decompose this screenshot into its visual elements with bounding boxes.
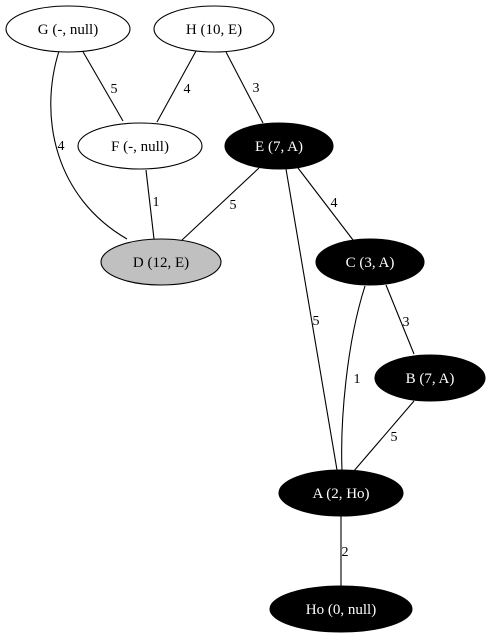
- edge-c-b: [385, 284, 415, 355]
- edge-e-c: [297, 167, 354, 241]
- node-e-shape: [224, 122, 334, 170]
- edge-b-a: [352, 400, 415, 473]
- edge-weight-h-f: 4: [184, 82, 191, 97]
- edge-h-f: [156, 50, 197, 123]
- node-h-shape: [153, 5, 275, 53]
- edge-weight-f-d: 1: [153, 195, 160, 210]
- node-g-shape: [5, 5, 131, 53]
- edge-weight-h-e: 3: [253, 81, 260, 96]
- node-b[interactable]: B (7, A): [374, 354, 486, 402]
- node-d[interactable]: D (12, E): [100, 238, 222, 286]
- edge-weight-e-d: 5: [230, 198, 237, 213]
- node-c-label: C (3, A): [346, 255, 395, 271]
- node-d-label: D (12, E): [133, 255, 189, 271]
- edge-weight-a-ho: 2: [342, 545, 349, 560]
- edge-weight-e-a: 5: [313, 314, 320, 329]
- node-a[interactable]: A (2, Ho): [278, 469, 404, 517]
- node-ho-shape: [269, 585, 413, 633]
- edge-weight-c-b: 3: [403, 315, 410, 330]
- node-h-label: H (10, E): [186, 22, 242, 38]
- edge-f-d: [145, 169, 155, 240]
- node-ho[interactable]: Ho (0, null): [269, 585, 413, 633]
- edge-weight-g-f: 5: [111, 82, 118, 97]
- node-f-shape: [77, 122, 203, 170]
- node-c-shape: [315, 238, 425, 286]
- node-g-label: G (-, null): [38, 22, 98, 38]
- edges: [50, 49, 415, 586]
- node-b-label: B (7, A): [406, 371, 455, 387]
- edge-g-d: [50, 50, 128, 240]
- edge-e-a: [285, 168, 338, 471]
- edge-weight-g-d: 4: [58, 139, 65, 154]
- node-g[interactable]: G (-, null): [5, 5, 131, 53]
- node-c[interactable]: C (3, A): [315, 238, 425, 286]
- edge-weight-b-a: 5: [391, 430, 398, 445]
- edge-weight-c-a: 1: [354, 372, 361, 387]
- edge-labels: 5 4 4 3 1 5 4 5 3 1 5 2: [58, 81, 410, 560]
- node-e[interactable]: E (7, A): [224, 122, 334, 170]
- node-f[interactable]: F (-, null): [77, 122, 203, 170]
- node-a-label: A (2, Ho): [312, 486, 369, 502]
- node-a-shape: [278, 469, 404, 517]
- edge-weight-e-c: 4: [331, 196, 338, 211]
- edge-e-d: [180, 167, 260, 242]
- edge-h-e: [225, 51, 264, 124]
- node-e-label: E (7, A): [255, 139, 303, 155]
- node-ho-label: Ho (0, null): [306, 602, 376, 618]
- node-d-shape: [100, 238, 222, 286]
- node-f-label: F (-, null): [111, 139, 169, 155]
- edge-g-f: [81, 49, 124, 122]
- node-b-shape: [374, 354, 486, 402]
- node-h[interactable]: H (10, E): [153, 5, 275, 53]
- nodes: G (-, null) H (10, E) F (-, null) E (7, …: [5, 5, 486, 633]
- edge-c-a: [341, 285, 366, 472]
